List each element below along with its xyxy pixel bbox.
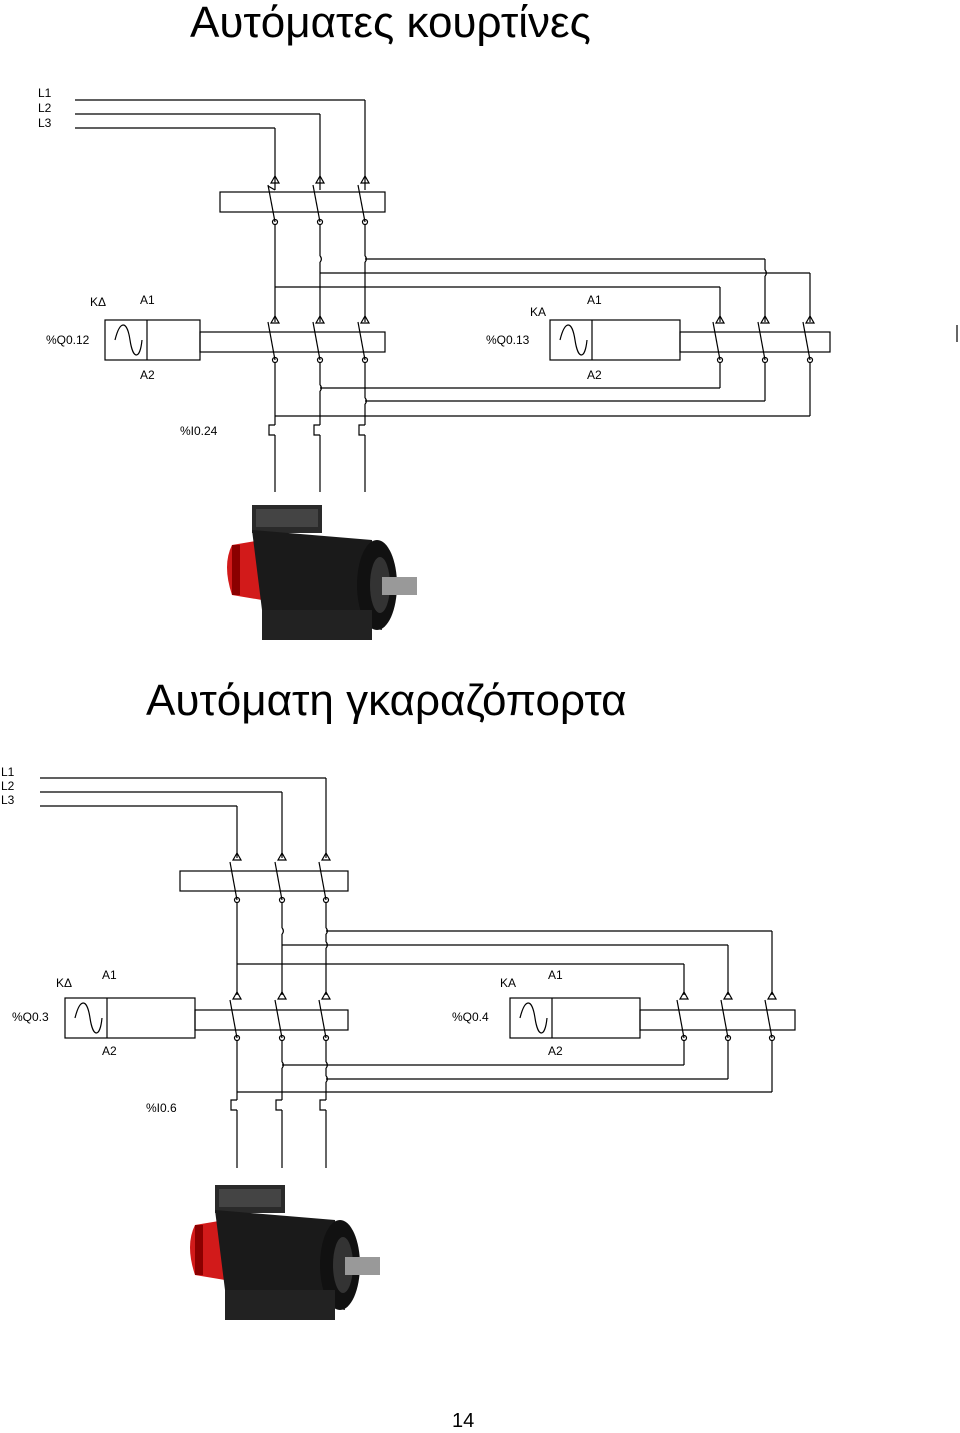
phase-label-l2: L2 [38,101,52,115]
phase-label-l1: L1 [38,86,52,100]
phase2-label-l2: L2 [1,779,15,793]
phase2-label-l1: L1 [1,765,15,779]
contactor2-right-output: %Q0.4 [452,1010,489,1024]
contactor2-left-output: %Q0.3 [12,1010,49,1024]
contactor2-left-a2: A2 [102,1044,117,1058]
contactor-left-name: ΚΔ [90,295,107,309]
diagram2-title: Αυτόματη γκαραζόπορτα [146,676,627,725]
phase2-label-l3: L3 [1,793,15,807]
input2-label: %I0.6 [146,1101,177,1115]
contactor2-right-a2: A2 [548,1044,563,1058]
motor-image-2 [190,1185,380,1320]
contactor-left-a2: A2 [140,368,155,382]
wiring-diagram-1 [75,99,958,492]
page-number: 14 [452,1410,475,1432]
contactor-right-a1: A1 [587,293,602,307]
contactor-left-output: %Q0.12 [46,333,90,347]
motor-image-1 [227,505,417,640]
contactor-left-a1: A1 [140,293,155,307]
contactor-right-a2: A2 [587,368,602,382]
contactor2-right-name: ΚΑ [500,976,517,990]
contactor2-right-a1: A1 [548,968,563,982]
contactor2-left-a1: A1 [102,968,117,982]
diagram1-title: Αυτόματες κουρτίνες [190,0,591,47]
contactor-right-name: ΚΑ [530,305,547,319]
contactor2-left-name: ΚΔ [56,976,73,990]
phase-label-l3: L3 [38,116,52,130]
contactor-right-output: %Q0.13 [486,333,530,347]
input-label: %I0.24 [180,424,218,438]
